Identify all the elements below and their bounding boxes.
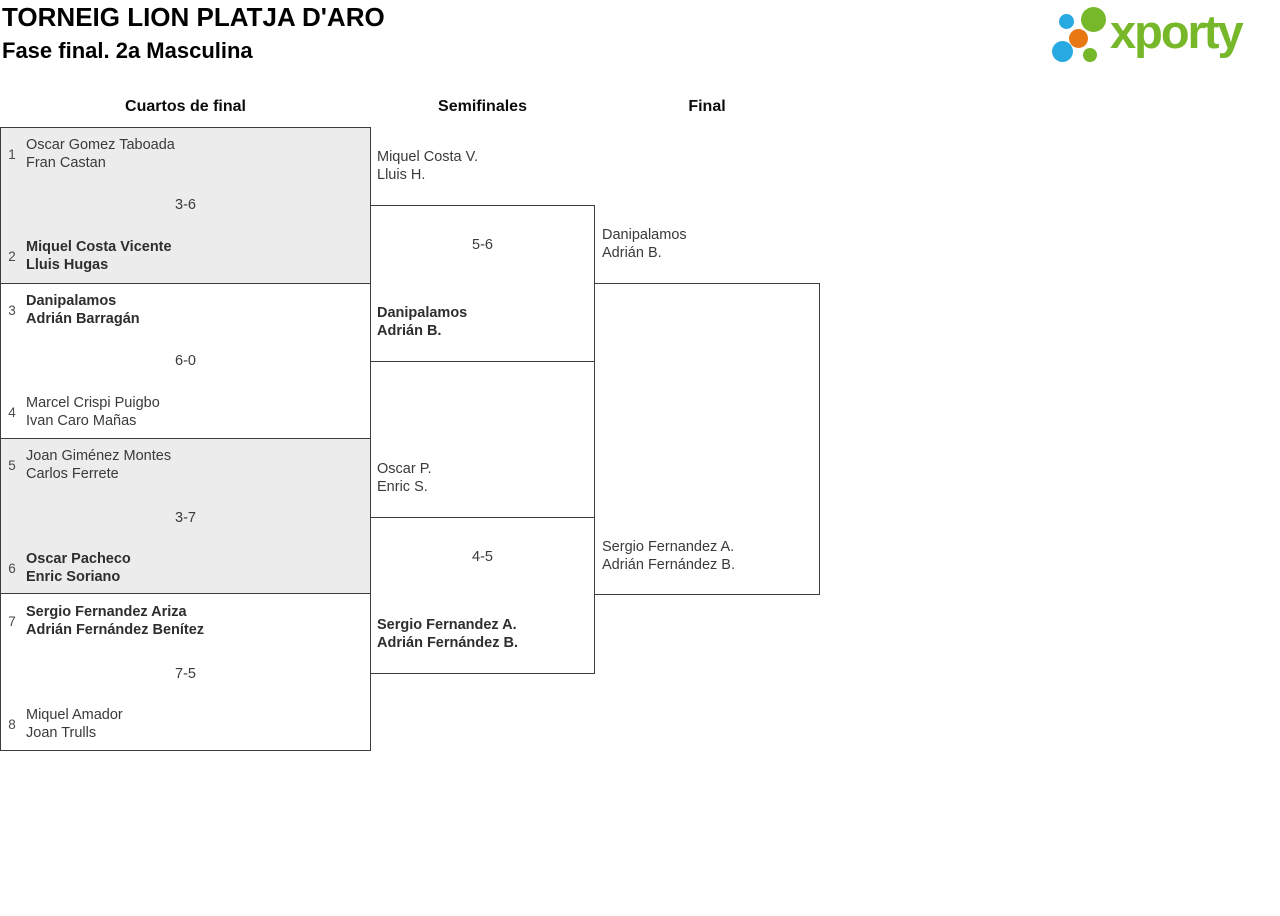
match-score: 4-5 [472, 549, 493, 565]
column-header-final: Final [688, 98, 726, 115]
qf-match-1-box [0, 127, 371, 284]
logo-dot-blue-large-icon [1051, 40, 1073, 62]
seed-number: 1 [8, 146, 16, 162]
column-header-quarterfinals: Cuartos de final [125, 98, 246, 115]
final-match-box [594, 283, 820, 595]
seed-number: 7 [8, 613, 16, 629]
tournament-title: TORNEIG LION PLATJA D'ARO [2, 2, 385, 32]
logo-dot-blue-small-icon [1058, 13, 1074, 29]
team-name: Miquel Costa V.Lluis H. [377, 149, 479, 183]
match-score: 6-0 [175, 353, 196, 369]
seed-number: 8 [8, 716, 16, 732]
logo-dot-green-large-icon [1080, 6, 1106, 32]
tournament-subtitle: Fase final. 2a Masculina [2, 38, 253, 63]
seed-number: 2 [8, 248, 16, 264]
team-name: Sergio Fernandez A.Adrián Fernández B. [377, 617, 518, 651]
sf-match-2-box [370, 517, 595, 674]
xporty-logo[interactable]: xporty [1048, 2, 1278, 74]
logo-dot-orange-icon [1068, 28, 1088, 48]
seed-number: 5 [8, 457, 16, 473]
match-score: 5-6 [472, 237, 493, 253]
match-score: 3-7 [175, 510, 196, 526]
match-score: 7-5 [175, 666, 196, 682]
team-name: Oscar P.Enric S. [377, 461, 432, 495]
team-name: Sergio Fernandez A.Adrián Fernández B. [602, 539, 735, 573]
logo-wordmark: xporty [1110, 5, 1244, 58]
seed-number: 6 [8, 560, 16, 576]
logo-dot-green-small-icon [1083, 48, 1097, 62]
seed-number: 3 [8, 302, 16, 318]
match-score: 3-6 [175, 197, 196, 213]
seed-number: 4 [8, 404, 16, 420]
qf-match-3-box [0, 438, 371, 594]
column-header-semifinals: Semifinales [438, 98, 527, 115]
